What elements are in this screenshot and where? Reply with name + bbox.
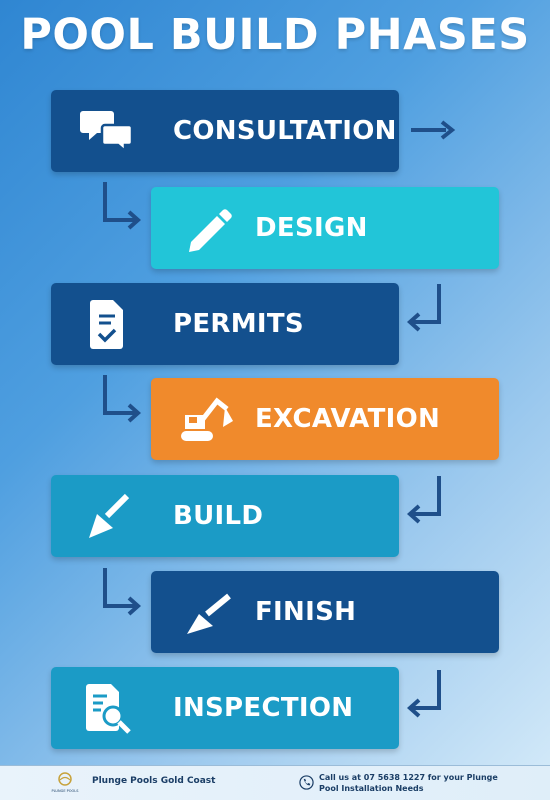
arrow-down-left-icon [406, 670, 441, 718]
phase-permits: PERMITS [51, 283, 399, 365]
phase-excavation: EXCAVATION [151, 378, 499, 460]
phase-label: BUILD [173, 501, 264, 531]
phase-label: INSPECTION [173, 693, 354, 723]
phone-icon [299, 775, 314, 790]
brand-name: Plunge Pools Gold Coast [92, 776, 216, 786]
arrow-right-icon [411, 120, 456, 140]
phase-consultation: CONSULTATION [51, 90, 399, 172]
contact-text: Call us at 07 5638 1227 for your Plunge … [319, 773, 498, 793]
pencil-icon [189, 209, 232, 252]
phase-label: CONSULTATION [173, 116, 397, 146]
footer: PLUNGE POOLS Plunge Pools Gold Coast Cal… [0, 766, 550, 800]
document-search-icon [86, 684, 131, 734]
phase-inspection: INSPECTION [51, 667, 399, 749]
speech-bubbles-icon [80, 111, 134, 154]
page-title: POOL BUILD PHASES [20, 10, 530, 60]
arrow-down-left-icon [406, 476, 441, 524]
arrow-down-right-icon [103, 375, 142, 423]
document-check-icon [90, 300, 123, 349]
phase-label: FINISH [255, 597, 357, 627]
brand-logo: PLUNGE POOLS [50, 771, 80, 795]
arrow-down-right-icon [103, 568, 142, 616]
arrow-down-right-icon [103, 182, 142, 230]
arrow-down-left-icon [406, 284, 441, 332]
phase-design: DESIGN [151, 187, 499, 269]
trowel-icon [187, 593, 231, 634]
phase-label: PERMITS [173, 309, 304, 339]
svg-text:PLUNGE POOLS: PLUNGE POOLS [52, 789, 80, 793]
phase-finish: FINISH [151, 571, 499, 653]
excavator-icon [181, 397, 233, 441]
trowel-icon [89, 493, 130, 538]
phase-build: BUILD [51, 475, 399, 557]
phase-label: EXCAVATION [255, 404, 441, 434]
footer-divider [0, 765, 550, 766]
phase-label: DESIGN [255, 213, 368, 243]
